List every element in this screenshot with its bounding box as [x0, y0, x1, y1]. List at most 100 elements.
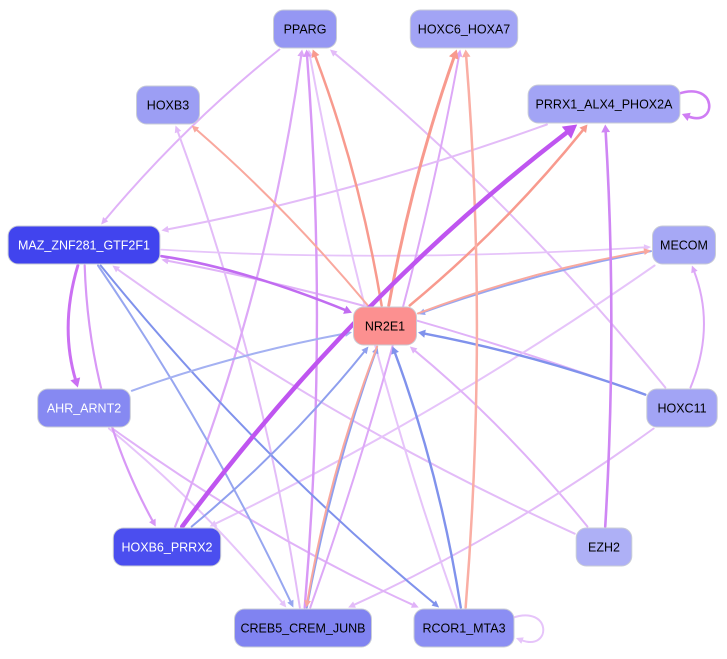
- node-label: EZH2: [588, 541, 620, 555]
- node-label: HOXB3: [147, 99, 189, 113]
- edge-prrx1-alx4-phox2a-prrx1-alx4-phox2a[interactable]: [677, 90, 711, 121]
- node-label: HOXB6_PRRX2: [121, 541, 212, 555]
- arrowhead-icon: [279, 599, 287, 608]
- edge-pparg-maz-znf281-gtf2f1[interactable]: [101, 48, 281, 225]
- edge-nr2e1-creb5-crem-junb[interactable]: [304, 345, 379, 608]
- arrowhead-icon: [448, 49, 459, 60]
- arrowhead-icon: [297, 49, 305, 57]
- arrowhead-icon: [348, 601, 356, 608]
- node-label: MAZ_ZNF281_GTF2F1: [18, 239, 150, 253]
- edge-creb5-crem-junb-hoxb3[interactable]: [174, 125, 301, 609]
- edge-maz-znf281-gtf2f1-rcor1-mta3[interactable]: [99, 264, 440, 608]
- arrowhead-icon: [112, 265, 121, 273]
- arrowhead-icon: [161, 257, 169, 265]
- edges-layer: [66, 48, 711, 644]
- arrowhead-icon: [691, 265, 698, 274]
- node-label: AHR_ARNT2: [47, 402, 121, 416]
- arrowhead-icon: [410, 601, 419, 608]
- arrowhead-icon: [303, 49, 312, 57]
- edge-hoxb6-prrx2-nr2e1[interactable]: [190, 346, 369, 528]
- edge-nr2e1-pparg[interactable]: [311, 49, 383, 307]
- node-mecom[interactable]: MECOM: [652, 225, 716, 265]
- node-prrx1-alx4-phox2a[interactable]: PRRX1_ALX4_PHOX2A: [527, 84, 681, 124]
- node-shape: [413, 608, 515, 648]
- arrowhead-icon: [304, 600, 311, 608]
- edge-maz-znf281-gtf2f1-ahr-arnt2[interactable]: [66, 264, 81, 388]
- node-shape: [7, 225, 161, 265]
- arrowhead-icon: [681, 112, 691, 121]
- arrowhead-icon: [343, 305, 352, 314]
- node-hoxb3[interactable]: HOXB3: [136, 85, 200, 125]
- node-rcor1-mta3[interactable]: RCOR1_MTA3: [413, 608, 515, 648]
- node-label: HOXC6_HOXA7: [418, 23, 510, 37]
- node-label: CREB5_CREM_JUNB: [240, 622, 365, 636]
- arrowhead-icon: [287, 599, 294, 608]
- node-ahr-arnt2[interactable]: AHR_ARNT2: [37, 388, 131, 428]
- edge-maz-znf281-gtf2f1-mecom[interactable]: [160, 244, 651, 257]
- arrowhead-icon: [311, 49, 320, 59]
- node-label: HOXC11: [657, 402, 706, 416]
- edge-ahr-arnt2-creb5-crem-junb[interactable]: [107, 427, 287, 608]
- arrowhead-icon: [191, 125, 200, 133]
- arrowhead-icon: [462, 49, 471, 58]
- edge-nr2e1-mecom[interactable]: [417, 248, 651, 315]
- node-maz-znf281-gtf2f1[interactable]: MAZ_ZNF281_GTF2F1: [7, 225, 161, 265]
- node-label: RCOR1_MTA3: [422, 622, 505, 636]
- arrowhead-icon: [161, 225, 169, 233]
- edge-ezh2-prrx1-alx4-phox2a[interactable]: [601, 124, 613, 528]
- edge-ezh2-nr2e1[interactable]: [409, 346, 589, 528]
- edge-creb5-crem-junb-pparg[interactable]: [303, 49, 319, 609]
- node-hoxc11[interactable]: HOXC11: [646, 388, 718, 428]
- edge-rcor1-mta3-rcor1-mta3[interactable]: [511, 614, 545, 644]
- node-shape: [575, 527, 633, 567]
- edge-ezh2-maz-znf281-gtf2f1[interactable]: [112, 265, 576, 535]
- node-shape: [273, 9, 337, 49]
- node-shape: [234, 608, 372, 648]
- edge-mecom-hoxb6-prrx2[interactable]: [209, 264, 656, 527]
- edge-hoxc11-pparg[interactable]: [329, 49, 667, 389]
- arrowhead-icon: [643, 248, 651, 255]
- edge-rcor1-mta3-hoxc6-hoxa7[interactable]: [462, 49, 479, 609]
- edge-maz-znf281-gtf2f1-creb5-crem-junb[interactable]: [97, 264, 294, 608]
- edge-nr2e1-prrx1-alx4-phox2a[interactable]: [408, 124, 588, 307]
- node-shape: [37, 388, 131, 428]
- edge-prrx1-alx4-phox2a-maz-znf281-gtf2f1[interactable]: [161, 123, 548, 233]
- node-nr2e1[interactable]: NR2E1: [353, 306, 417, 346]
- arrowhead-icon: [209, 520, 218, 527]
- arrowhead-icon: [579, 124, 588, 134]
- node-shape: [409, 9, 519, 49]
- arrowhead-icon: [70, 377, 81, 388]
- node-shape: [112, 527, 222, 567]
- edge-hoxc11-mecom[interactable]: [689, 265, 705, 389]
- arrowhead-icon: [329, 49, 338, 57]
- edge-hoxc11-nr2e1[interactable]: [418, 329, 647, 396]
- edge-nr2e1-hoxb3[interactable]: [191, 125, 369, 307]
- arrowhead-icon: [174, 125, 182, 134]
- node-creb5-crem-junb[interactable]: CREB5_CREM_JUNB: [234, 608, 372, 648]
- edge-creb5-crem-junb-nr2e1[interactable]: [305, 346, 379, 609]
- node-label: MECOM: [660, 239, 708, 253]
- node-shape: [136, 85, 200, 125]
- node-pparg[interactable]: PPARG: [273, 9, 337, 49]
- edge-hoxc11-creb5-crem-junb[interactable]: [348, 427, 655, 608]
- node-hoxc6-hoxa7[interactable]: HOXC6_HOXA7: [409, 9, 519, 49]
- node-shape: [527, 84, 681, 124]
- edge-hoxb6-prrx2-pparg[interactable]: [174, 49, 305, 528]
- edge-ahr-arnt2-rcor1-mta3[interactable]: [111, 427, 419, 608]
- arrowhead-icon: [149, 518, 156, 527]
- node-hoxb6-prrx2[interactable]: HOXB6_PRRX2: [112, 527, 222, 567]
- edge-maz-znf281-gtf2f1-nr2e1[interactable]: [160, 254, 352, 314]
- node-label: NR2E1: [365, 320, 405, 334]
- edge-mecom-nr2e1[interactable]: [418, 250, 652, 316]
- arrowhead-icon: [561, 124, 578, 139]
- arrowhead-icon: [409, 346, 418, 354]
- node-label: PPARG: [284, 23, 327, 37]
- arrowhead-icon: [431, 600, 440, 608]
- edge-nr2e1-hoxc6-hoxa7[interactable]: [387, 49, 459, 307]
- node-ezh2[interactable]: EZH2: [575, 527, 633, 567]
- arrowhead-icon: [418, 329, 426, 338]
- edge-rcor1-mta3-nr2e1[interactable]: [391, 346, 462, 609]
